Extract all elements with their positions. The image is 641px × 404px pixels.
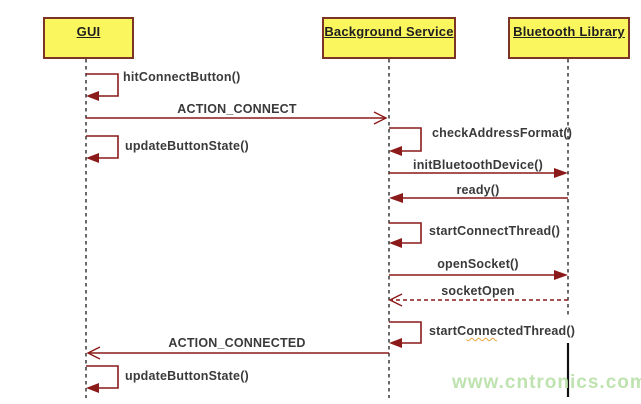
label-part-post: ctedThread() — [497, 324, 576, 338]
arrow-ready — [389, 193, 568, 203]
arrow-action-connect — [86, 111, 388, 125]
actor-box-background-service: Background Service — [322, 17, 456, 59]
message-label-ready: ready() — [456, 183, 500, 197]
message-label-initbluetoothdevice: initBluetoothDevice() — [413, 158, 543, 172]
watermark-text: www.cntronics.com — [452, 372, 641, 393]
message-label-action-connect: ACTION_CONNECT — [177, 102, 297, 116]
arrow-action-connected — [86, 346, 389, 360]
message-label-opensocket: openSocket() — [437, 257, 519, 271]
message-label-hitconnectbutton: hitConnectButton() — [123, 70, 241, 84]
arrow-initbluetoothdevice — [389, 168, 568, 178]
actor-label-background-service: Background Service — [324, 24, 454, 39]
message-label-startconnectthread: startConnectThread() — [429, 224, 561, 238]
actor-box-bluetooth-library: Bluetooth Library — [508, 17, 630, 59]
self-arrow-updatebuttonstate-2 — [86, 365, 119, 393]
label-part-pre: startC — [429, 324, 467, 338]
message-label-socketopen: socketOpen — [441, 284, 515, 298]
self-arrow-startconnectthread — [389, 222, 422, 248]
message-label-startconnectedthread: startConnectedThread() — [429, 324, 575, 338]
message-label-updatebuttonstate-1: updateButtonState() — [125, 139, 249, 153]
message-label-updatebuttonstate-2: updateButtonState() — [125, 369, 249, 383]
message-label-checkaddressformat: checkAddressFormat() — [432, 126, 573, 140]
arrow-opensocket — [389, 270, 568, 280]
label-part-squiggle: onne — [466, 324, 497, 338]
self-arrow-hitconnectbutton — [86, 73, 119, 101]
arrow-socketopen — [388, 293, 568, 307]
self-arrow-updatebuttonstate-1 — [86, 135, 119, 163]
actor-label-bluetooth-library: Bluetooth Library — [513, 24, 625, 39]
actor-label-gui: GUI — [76, 24, 101, 39]
self-arrow-checkaddressformat — [389, 127, 422, 156]
self-arrow-startconnectedthread — [389, 321, 422, 348]
actor-box-gui: GUI — [43, 17, 134, 59]
message-label-action-connected: ACTION_CONNECTED — [168, 336, 306, 350]
